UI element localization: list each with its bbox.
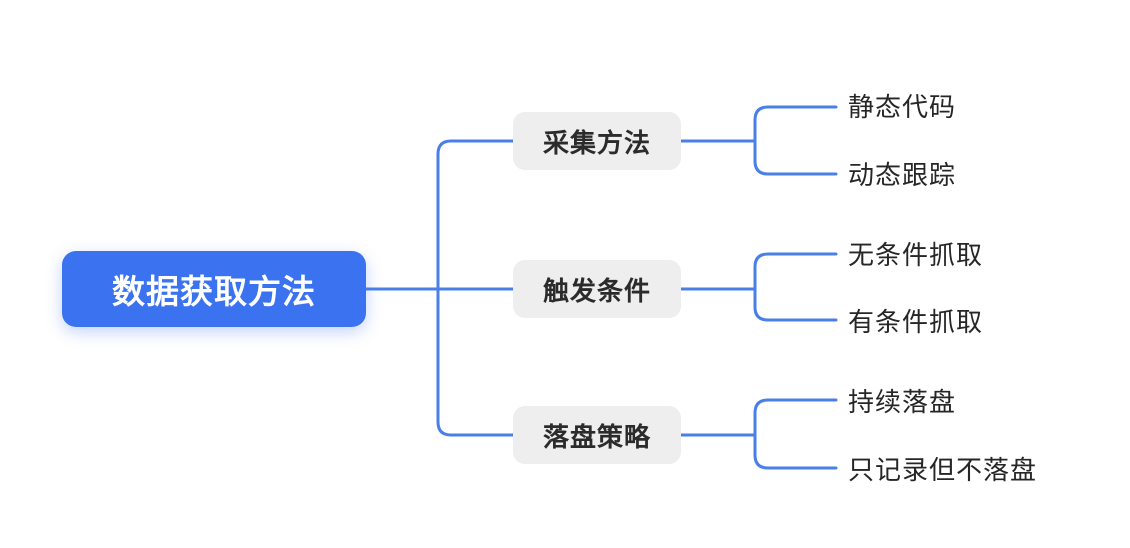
branch-node-label: 触发条件 xyxy=(542,275,651,306)
leaf-node-label: 持续落盘 xyxy=(848,386,957,417)
leaf-node-static-code[interactable]: 静态代码 xyxy=(848,87,956,123)
branch-node-label: 落盘策略 xyxy=(542,421,651,452)
leaf-node-dynamic-tracing[interactable]: 动态跟踪 xyxy=(848,155,956,191)
branch-node-trigger-condition[interactable]: 触发条件 xyxy=(513,260,681,318)
edge-root-to-branch-2 xyxy=(436,287,515,437)
branch-node-label: 采集方法 xyxy=(542,127,651,158)
leaf-node-label: 动态跟踪 xyxy=(848,159,957,190)
leaf-node-label: 有条件抓取 xyxy=(848,306,984,337)
leaf-node-continuous-persist[interactable]: 持续落盘 xyxy=(848,382,956,418)
leaf-node-label: 静态代码 xyxy=(848,91,957,122)
root-node-label: 数据获取方法 xyxy=(112,273,316,310)
edge-branch-0-leaf-0 xyxy=(753,105,838,143)
edge-branch-0-leaf-1 xyxy=(753,139,838,176)
branch-node-persistence-strategy[interactable]: 落盘策略 xyxy=(513,406,681,464)
edge-branch-2-leaf-0 xyxy=(753,398,838,437)
root-node[interactable]: 数据获取方法 xyxy=(62,251,366,327)
branch-node-collection-method[interactable]: 采集方法 xyxy=(513,112,681,170)
edge-branch-2-leaf-1 xyxy=(753,433,838,470)
edge-branch-1-leaf-0 xyxy=(753,252,838,291)
leaf-node-unconditional-capture[interactable]: 无条件抓取 xyxy=(848,235,983,271)
leaf-node-label: 只记录但不落盘 xyxy=(848,454,1038,485)
edge-branch-1-leaf-1 xyxy=(753,287,838,322)
leaf-node-record-without-persist[interactable]: 只记录但不落盘 xyxy=(848,450,1037,486)
leaf-node-conditional-capture[interactable]: 有条件抓取 xyxy=(848,302,983,338)
edge-root-to-branch-0 xyxy=(436,139,515,291)
leaf-node-label: 无条件抓取 xyxy=(848,239,984,270)
